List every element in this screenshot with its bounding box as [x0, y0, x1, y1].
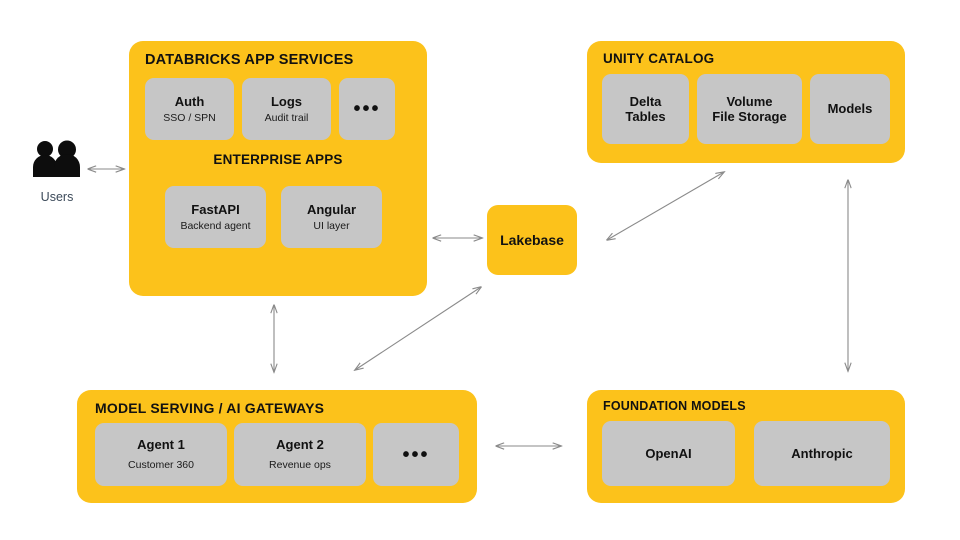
users-node: Users [18, 140, 96, 204]
card-agent-2[interactable]: Agent 2 Revenue ops [234, 423, 366, 486]
card-angular-title: Angular [306, 201, 357, 217]
group-unity-catalog: UNITY CATALOG Delta Tables Volume File S… [587, 41, 905, 163]
two-people-icon [33, 140, 80, 177]
card-fastapi-title: FastAPI [191, 201, 240, 217]
card-angular[interactable]: Angular UI layer [281, 186, 382, 248]
group-databricks-app-services: DATABRICKS APP SERVICES Auth SSO / SPN L… [129, 41, 427, 296]
group-model-serving: MODEL SERVING / AI GATEWAYS Agent 1 Cust… [77, 390, 477, 503]
node-lakebase-label: Lakebase [500, 232, 564, 248]
card-volume-file-storage[interactable]: Volume File Storage [697, 74, 802, 144]
users-label: Users [40, 190, 74, 204]
card-delta-tables-title-line2: Tables [625, 109, 666, 124]
card-fastapi[interactable]: FastAPI Backend agent [165, 186, 266, 248]
card-auth[interactable]: Auth SSO / SPN [145, 78, 234, 140]
card-fastapi-sub: Backend agent [180, 219, 251, 232]
card-app-services-more-dots: ••• [353, 98, 381, 120]
group-title-unity-catalog: UNITY CATALOG [603, 51, 715, 66]
card-models-title: Models [827, 101, 873, 117]
group-title-model-serving: MODEL SERVING / AI GATEWAYS [95, 400, 325, 416]
card-volume-file-storage-title-line2: File Storage [712, 109, 787, 124]
card-agent-1-title: Agent 1 [137, 437, 185, 453]
card-delta-tables[interactable]: Delta Tables [602, 74, 689, 144]
card-anthropic[interactable]: Anthropic [754, 421, 890, 486]
card-logs-title: Logs [270, 93, 303, 109]
card-openai[interactable]: OpenAI [602, 421, 735, 486]
card-anthropic-title: Anthropic [791, 445, 853, 461]
card-logs-sub: Audit trail [264, 111, 309, 124]
card-app-services-more[interactable]: ••• [339, 78, 395, 140]
card-delta-tables-title-line1: Delta [629, 93, 662, 109]
card-agent-1-sub: Customer 360 [128, 459, 194, 472]
card-model-serving-more-dots: ••• [402, 443, 430, 466]
subsection-title-enterprise-apps: ENTERPRISE APPS [213, 152, 343, 167]
card-auth-title: Auth [174, 93, 205, 109]
card-logs[interactable]: Logs Audit trail [242, 78, 331, 140]
node-lakebase[interactable]: Lakebase [487, 205, 577, 275]
group-title-app-services: DATABRICKS APP SERVICES [145, 52, 354, 68]
card-model-serving-more[interactable]: ••• [373, 423, 459, 486]
card-agent-1[interactable]: Agent 1 Customer 360 [95, 423, 227, 486]
card-agent-2-sub: Revenue ops [269, 459, 331, 472]
group-foundation-models: FOUNDATION MODELS OpenAI Anthropic [587, 390, 905, 503]
card-models[interactable]: Models [810, 74, 890, 144]
group-title-foundation-models: FOUNDATION MODELS [603, 399, 746, 413]
connector-lakebase-to-model-serving [355, 287, 481, 370]
card-openai-title: OpenAI [645, 445, 692, 461]
card-auth-sub: SSO / SPN [163, 111, 216, 124]
connector-lakebase-to-unity-catalog [607, 172, 724, 240]
card-agent-2-title: Agent 2 [276, 437, 324, 453]
card-angular-sub: UI layer [313, 219, 350, 232]
card-volume-file-storage-title-line1: Volume [726, 93, 773, 109]
